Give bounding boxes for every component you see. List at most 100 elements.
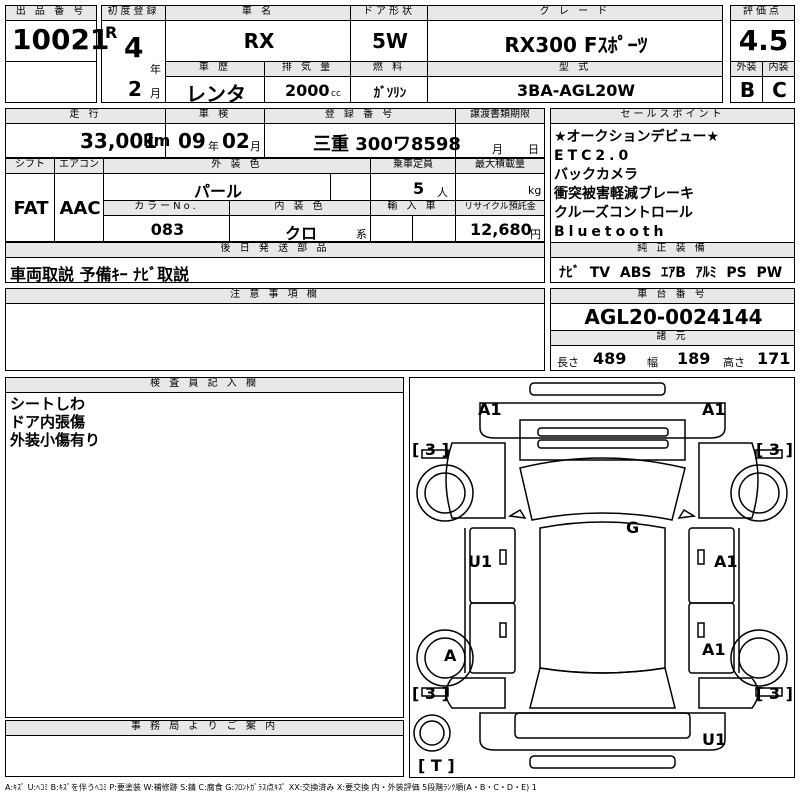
width-label: 幅 <box>647 356 658 369</box>
color-no-value: 083 <box>150 220 185 239</box>
right-taillight <box>755 687 783 697</box>
office-cell <box>5 735 404 777</box>
genuine-header: 純 正 装 備 <box>550 242 795 258</box>
model-header: 型 式 <box>427 61 723 77</box>
displacement-cell: 2000 cc <box>264 76 351 103</box>
int-color-value: クロ <box>284 224 317 243</box>
history-header: 車 歴 <box>165 61 265 77</box>
first-reg-year-unit: 年 <box>150 63 161 76</box>
shift-header: シフト <box>5 158 55 174</box>
sales-point-item: ETC2.0 <box>554 148 633 164</box>
int-value: C <box>772 78 787 102</box>
damage-a1-rear-right: A1 <box>702 640 726 659</box>
left-rear-door <box>469 602 516 674</box>
lot-no-header: 出 品 番 号 <box>5 5 97 21</box>
door-cell: 5W <box>350 20 428 62</box>
mileage-cell: 33,001 km <box>5 123 170 158</box>
height-label: 高さ <box>723 356 745 369</box>
hood <box>519 419 686 461</box>
int-color-header: 内 装 色 <box>229 200 371 216</box>
legend: A:ｷｽﾞ U:ﾍｺﾐ B:ｷｽﾞを伴うﾍｺﾐ P:要塗装 W:補修跡 S:錆 … <box>5 783 537 792</box>
rear-left-wheel <box>416 629 474 687</box>
roof <box>539 521 666 674</box>
int-color-cell: クロ 系 <box>229 215 371 243</box>
ext-header: 外装 <box>730 61 763 77</box>
lot-no-cell: 10021 <box>5 20 109 62</box>
later-parts-header: 後 日 発 送 部 品 <box>5 242 545 258</box>
spare-tire-inner <box>419 720 445 746</box>
recycle-cell: 12,680 円 <box>455 215 545 242</box>
sales-point-list: ★オークションデビュー★ ETC2.0 バックカメラ 衝突被害軽減ブレーキ クル… <box>554 128 719 242</box>
inspector-header: 検 査 員 記 入 欄 <box>5 377 404 393</box>
car-name-header: 車 名 <box>165 5 351 21</box>
rear-bumper-bottom <box>529 755 676 769</box>
rear-left-fender <box>445 677 506 709</box>
rear-right-wheel <box>730 629 788 687</box>
displacement-value: 2000 <box>285 81 330 100</box>
first-reg-month-unit: 月 <box>150 87 161 100</box>
later-parts-value: 車両取説 予備ｷｰ ﾅﾋﾞ取説 <box>10 265 190 284</box>
mileage-header: 走 行 <box>5 108 166 124</box>
tire-front-left: [ 3 ] <box>412 440 449 459</box>
damage-u1-left: U1 <box>468 552 493 571</box>
shift-value: FAT <box>13 198 49 219</box>
fuel-cell: ｶﾞｿﾘﾝ <box>350 76 428 103</box>
ac-value: AAC <box>59 198 101 219</box>
rear-hatch <box>514 712 691 739</box>
length-label: 長さ <box>557 356 579 369</box>
capacity-header: 乗車定員 <box>370 158 456 174</box>
tire-rear-left: [ 3 ] <box>412 684 449 703</box>
lot-no-blank <box>5 61 97 103</box>
score-header: 評価点 <box>730 5 795 21</box>
grade-header: グ レ ー ド <box>427 5 723 21</box>
left-headlight <box>421 449 449 459</box>
right-rear-door <box>688 602 735 674</box>
genuine-value: ﾅﾋﾞ TV ABS ｴｱB ｱﾙﾐ PS PW <box>559 265 783 281</box>
first-reg-month: 2 <box>128 77 142 101</box>
sales-point-item: クルーズコントロール <box>554 205 693 221</box>
inspection-header: 車 検 <box>165 108 265 124</box>
history-value: レンタ <box>186 82 246 106</box>
grille <box>537 427 669 437</box>
genuine-cell: ﾅﾋﾞ TV ABS ｴｱB ｱﾙﾐ PS PW <box>550 257 795 283</box>
int-cell: C <box>762 76 795 103</box>
ext-color-cell: パール <box>103 173 331 201</box>
damage-a-left: A <box>444 646 457 665</box>
windshield <box>519 457 686 521</box>
import-header: 輸 入 車 <box>370 200 456 216</box>
car-name-cell: RX <box>165 20 351 62</box>
shift-cell: FAT <box>5 173 55 242</box>
front-left-fender <box>445 442 506 519</box>
rear-right-wheel-inner <box>738 637 780 679</box>
left-rear-handle <box>499 622 507 638</box>
reg-no-value: 三重 300ワ8598 <box>313 134 461 155</box>
damage-a1-front-right: A1 <box>702 400 726 419</box>
mileage-value: 33,001 <box>80 129 158 153</box>
left-front-handle <box>499 549 507 565</box>
specs-header: 諸 元 <box>550 330 795 346</box>
first-reg-r: R <box>105 23 118 42</box>
car-diagram-box: A1 A1 G U1 A1 A A1 U1 [ 3 ] [ 3 ] [ 3 ] … <box>409 377 795 778</box>
rear-bumper <box>479 712 726 751</box>
fuel-header: 燃 料 <box>350 61 428 77</box>
office-header: 事 務 局 よ り ご 案 内 <box>5 720 404 736</box>
int-header: 内装 <box>762 61 795 77</box>
color-no-header: カラーNo. <box>103 200 230 216</box>
later-parts-cell: 車両取説 予備ｷｰ ﾅﾋﾞ取説 <box>5 257 545 284</box>
capacity-unit: 人 <box>437 186 448 199</box>
recycle-value: 12,680 <box>470 220 532 239</box>
inspector-notes-list: シートしわ ドア内張傷 外装小傷有り <box>10 395 100 449</box>
sales-point-item: ★オークションデビュー★ <box>554 129 720 145</box>
front-right-wheel-inner <box>738 472 780 514</box>
ac-header: エアコン <box>54 158 104 174</box>
damage-a1-right: A1 <box>714 552 738 571</box>
ext-value: B <box>739 78 756 102</box>
notes-cell <box>5 303 545 371</box>
notes-header: 注 意 事 項 欄 <box>5 288 545 304</box>
sales-point-header: セールスポイント <box>550 108 795 124</box>
transfer-cell: 月 日 <box>455 123 545 158</box>
max-load-header: 最大積載量 <box>455 158 545 174</box>
front-left-wheel <box>416 464 474 522</box>
grade-cell: RX300 Fｽﾎﾟｰﾂ <box>427 20 723 62</box>
front-bumper <box>479 402 726 439</box>
